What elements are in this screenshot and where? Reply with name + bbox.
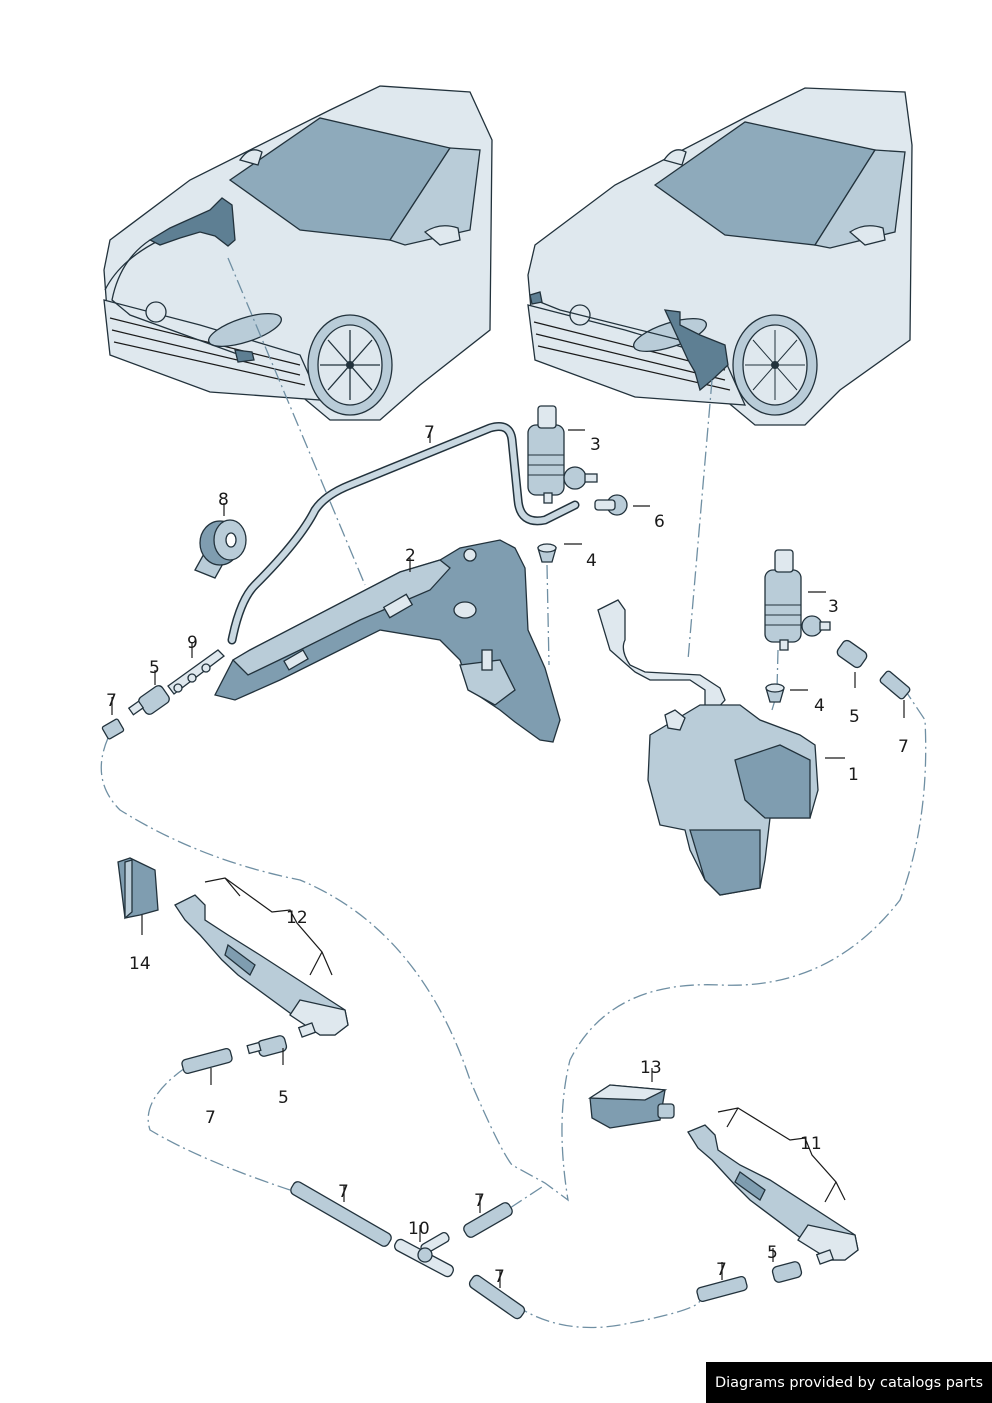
hose-route-right-nozzle <box>514 1299 701 1329</box>
part-grommet-lower <box>765 683 785 703</box>
callout-10: 10 <box>408 1219 430 1239</box>
part-cap-right <box>587 1084 675 1129</box>
part-hose-right-nozzle <box>696 1276 748 1302</box>
locator-line-left <box>227 257 366 586</box>
hose-route-to-tee <box>509 1184 546 1209</box>
hose-route-left-nozzle <box>147 1067 291 1191</box>
credit-text: Diagrams provided by catalogs parts <box>714 1374 984 1391</box>
callout-5: 5 <box>278 1088 289 1108</box>
callout-7: 7 <box>106 691 117 711</box>
part-non-return-valve <box>594 494 628 516</box>
part-headlight-nozzle-left <box>174 894 349 1038</box>
part-hose-bottom-short-lower <box>468 1274 526 1320</box>
callout-7: 7 <box>494 1267 505 1287</box>
callout-7: 7 <box>205 1108 216 1128</box>
callout-14: 14 <box>129 954 151 974</box>
part-hose-left-nozzle <box>181 1048 233 1074</box>
callout-7: 7 <box>898 737 909 757</box>
part-hose-small-left <box>101 718 125 740</box>
part-connector-right-nozzle <box>771 1261 803 1283</box>
part-cap-left <box>117 857 159 920</box>
part-washer-pump-upper <box>527 405 598 504</box>
callout-7: 7 <box>474 1191 485 1211</box>
callout-2: 2 <box>405 546 416 566</box>
part-hose-bottom-short-upper <box>463 1202 513 1238</box>
part-hose-small-right <box>879 670 911 700</box>
part-connector-left <box>127 685 170 716</box>
callout-9: 9 <box>187 633 198 653</box>
callout-8: 8 <box>218 490 229 510</box>
callout-4: 4 <box>814 696 825 716</box>
leader-lines <box>111 429 905 1288</box>
vehicle-view-right <box>527 87 913 426</box>
part-reservoir-alternate <box>214 539 561 743</box>
callout-12: 12 <box>286 908 308 928</box>
part-connector-left-nozzle <box>246 1035 288 1057</box>
part-washer-pump-lower <box>764 549 831 651</box>
credit-banner: Diagrams provided by catalogs parts <box>706 1362 992 1403</box>
part-reservoir <box>597 599 819 896</box>
part-connector-right-pump <box>836 639 868 669</box>
vehicle-view-left <box>103 85 493 421</box>
callout-1: 1 <box>848 765 859 785</box>
callout-13: 13 <box>640 1058 662 1078</box>
callout-5: 5 <box>767 1243 778 1263</box>
part-adhesive-tape <box>194 519 247 579</box>
callout-3: 3 <box>828 597 839 617</box>
callout-5: 5 <box>149 658 160 678</box>
callout-4: 4 <box>586 551 597 571</box>
part-hose-bottom-long <box>290 1181 392 1247</box>
part-connector-piece <box>167 649 225 695</box>
callout-3: 3 <box>590 435 601 455</box>
callout-5: 5 <box>849 707 860 727</box>
callout-6: 6 <box>654 512 665 532</box>
callout-11: 11 <box>800 1134 822 1154</box>
callout-7: 7 <box>716 1260 727 1280</box>
locator-line-grommet-left <box>546 564 550 666</box>
locator-line-right <box>687 379 713 661</box>
part-hose-upper <box>227 422 580 645</box>
part-t-piece <box>394 1231 454 1278</box>
callout-7: 7 <box>338 1182 349 1202</box>
callout-7: 7 <box>424 423 435 443</box>
part-headlight-nozzle-right <box>687 1124 859 1265</box>
part-grommet-upper <box>537 543 557 563</box>
